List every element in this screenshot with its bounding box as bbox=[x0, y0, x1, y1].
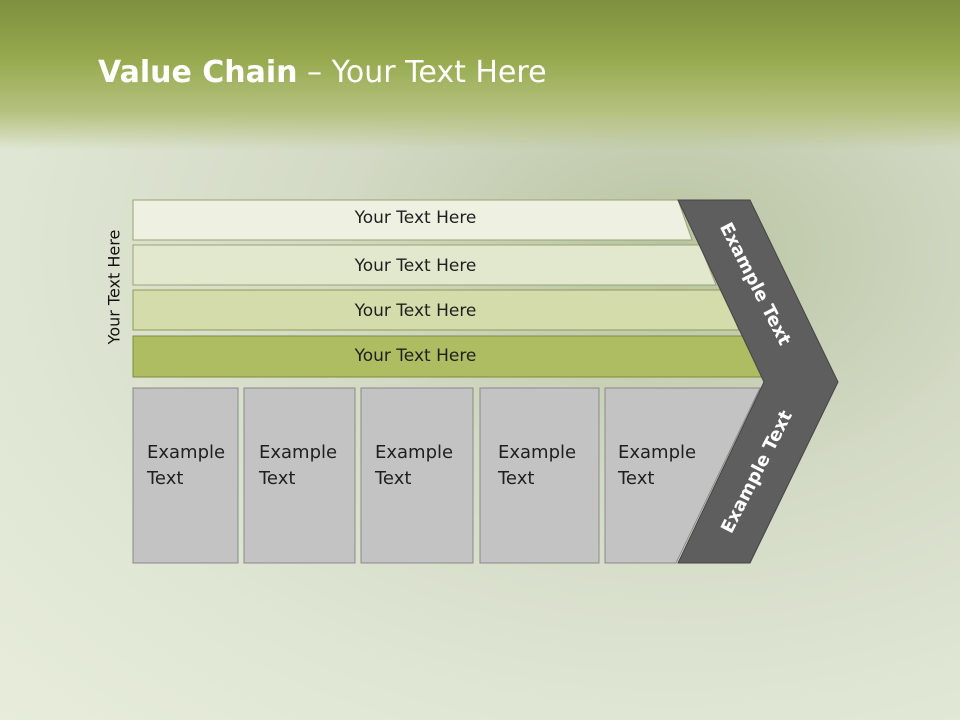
box-2-label: Example Text bbox=[259, 442, 338, 489]
title-rest: – Your Text Here bbox=[297, 55, 547, 90]
box-1-shape bbox=[132, 387, 239, 564]
box-3-shape bbox=[360, 387, 474, 564]
box-4-label: Example Text bbox=[498, 442, 577, 489]
row-1-shape bbox=[132, 199, 693, 241]
row-2-label: Your Text Here bbox=[354, 256, 477, 276]
row-2-shape bbox=[132, 244, 717, 286]
slide-title: Value Chain – Your Text Here bbox=[98, 55, 547, 90]
row-1-label: Your Text Here bbox=[354, 208, 477, 228]
title-band bbox=[0, 0, 960, 150]
reflection: Example Text Example Text Example Text E… bbox=[0, 563, 960, 720]
box-3-label: Example Text bbox=[375, 442, 454, 489]
box-4-shape bbox=[479, 387, 600, 564]
box-1-label: Example Text bbox=[147, 442, 226, 489]
chevron-shape bbox=[677, 199, 839, 564]
box-2-shape bbox=[243, 387, 356, 564]
box-5-label: Example Text bbox=[618, 442, 697, 489]
title-bold: Value Chain bbox=[98, 55, 298, 90]
box-5-shape bbox=[604, 387, 761, 564]
row-4-label: Your Text Here bbox=[354, 346, 477, 366]
row-3-label: Your Text Here bbox=[354, 301, 477, 321]
